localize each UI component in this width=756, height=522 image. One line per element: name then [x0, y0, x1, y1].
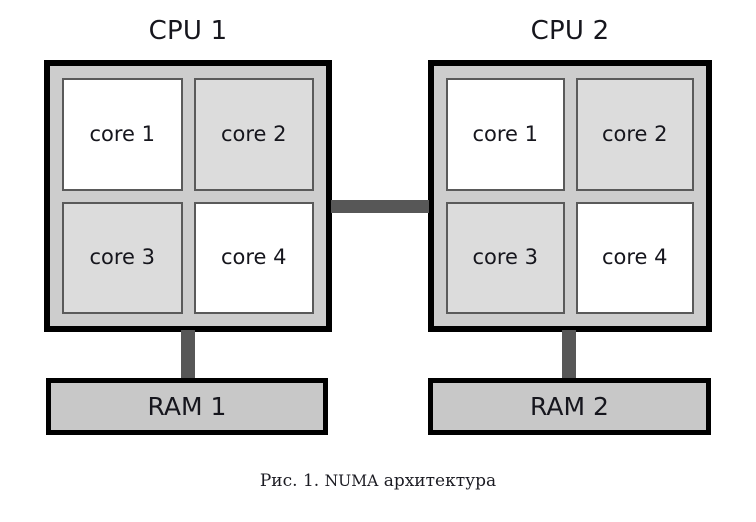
cpu2-core-1-label: core 1: [472, 121, 539, 146]
cpu2-core-2: core 2: [575, 78, 694, 191]
cpu1-core-1-label: core 1: [89, 121, 156, 146]
cpu2-title: CPU 2: [530, 16, 610, 46]
caption-acronym: NUMA: [324, 472, 379, 490]
cpu1-core-3-label: core 3: [89, 245, 156, 270]
cpu1-core-3: core 3: [62, 201, 183, 314]
cpu2-core-4: core 4: [575, 201, 694, 314]
cpu1-core-grid: core 1 core 2 core 3 core 4: [62, 78, 314, 314]
cpu2-core-2-label: core 2: [601, 121, 668, 146]
cpu1-title: CPU 1: [148, 16, 228, 46]
cpu2-core-1: core 1: [446, 78, 565, 191]
cpu2-core-3-label: core 3: [472, 245, 539, 270]
cpu2-package: core 1 core 2 core 3 core 4: [428, 60, 712, 332]
cpu2-ram2-bus: [562, 330, 576, 380]
ram1-block: RAM 1: [46, 378, 328, 435]
ram2-block: RAM 2: [428, 378, 711, 435]
caption-prefix: Рис. 1.: [259, 471, 320, 491]
cpu1-core-1: core 1: [62, 78, 183, 191]
cpu1-core-4-label: core 4: [220, 245, 287, 270]
cpu1-ram1-bus: [181, 330, 195, 380]
figure-caption: Рис. 1. NUMA архитектура: [0, 470, 756, 492]
cpu1-package: core 1 core 2 core 3 core 4: [44, 60, 332, 332]
cpu2-core-3: core 3: [446, 201, 565, 314]
cpu2-core-grid: core 1 core 2 core 3 core 4: [446, 78, 694, 314]
cpu2-core-4-label: core 4: [601, 245, 668, 270]
ram1-label: RAM 1: [147, 392, 227, 421]
cpu1-core-2-label: core 2: [220, 121, 287, 146]
ram2-label: RAM 2: [530, 392, 609, 421]
cpu1-cpu2-interconnect: [331, 200, 429, 213]
cpu1-core-4: core 4: [193, 201, 314, 314]
cpu1-core-2: core 2: [193, 78, 314, 191]
caption-suffix: архитектура: [383, 471, 497, 491]
